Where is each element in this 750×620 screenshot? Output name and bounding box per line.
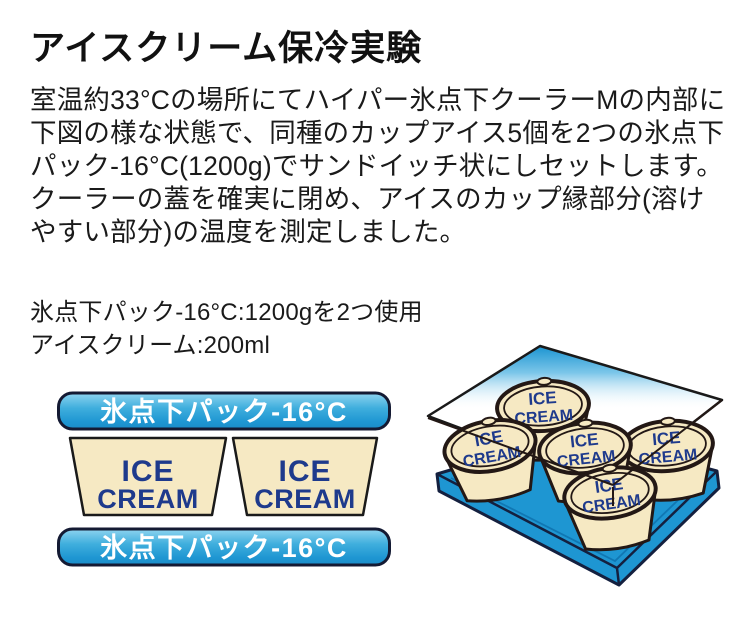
cup-5-label-line1: ICE [594,474,625,497]
left-ice-cream-cup [68,436,228,517]
spec-list: 氷点下パック-16°C:1200gを2つ使用 アイスクリーム:200ml [30,296,530,362]
description-line-3: パック-16°C(1200g)でサンドイッチ状にしセットします。 [30,151,724,181]
cup-4-label-line2: CREAM [638,446,698,468]
pack-spec-line: 氷点下パック-16°C:1200gを2つ使用 [30,299,423,326]
description-line-4: クーラーの蓋を確実に閉め、アイスのカップ縁部分(溶け [30,184,705,214]
page-title: アイスクリーム保冷実験 [30,29,423,68]
experiment-description: 室温約33°Cの場所にてハイパー氷点下クーラーMの内部に 下図の様な状態で、同種… [30,84,740,249]
icecream-spec-line: アイスクリーム:200ml [30,332,270,359]
left-cup-label-line1: ICE [121,455,174,488]
description-line-5: やすい部分)の温度を測定しました。 [30,217,467,247]
bottom-ice-pack-bar [57,527,391,567]
left-cup-label-line2: CREAM [97,484,199,514]
right-cup-label-line1: ICE [278,455,331,488]
top-ice-pack-bar [57,391,391,431]
right-cup-label-line2: CREAM [254,484,356,514]
cup-2-label-line1: ICE [473,427,504,451]
cup-3-label-line1: ICE [569,430,599,452]
right-ice-cream-cup [231,436,379,517]
description-line-1: 室温約33°Cの場所にてハイパー氷点下クーラーMの内部に [30,85,726,115]
top-ice-pack-label: 氷点下パック-16°C [100,397,348,427]
description-line-2: 下図の様な状態で、同種のカップアイス5個を2つの氷点下 [30,118,725,148]
ice-cream-cup-5: ICE CREAM [562,463,658,552]
cup-1-label-line1: ICE [528,388,558,409]
cross-section-diagram: 氷点下パック-16°C ICE CREAM ICE CREAM 氷点下パック-1… [57,391,391,567]
bottom-ice-pack-label: 氷点下パック-16°C [100,533,348,563]
cooler-3d-illustration: ICE CREAM ICE CREAM ICE CREAM ICE CREAM [426,344,724,587]
cup-3-label-line2: CREAM [556,448,616,471]
cup-1-label-line2: CREAM [514,407,574,428]
lid-edge-lines [427,399,723,506]
cup-4-label-line1: ICE [651,428,681,449]
ice-cream-cup-1: ICE CREAM [495,376,591,462]
